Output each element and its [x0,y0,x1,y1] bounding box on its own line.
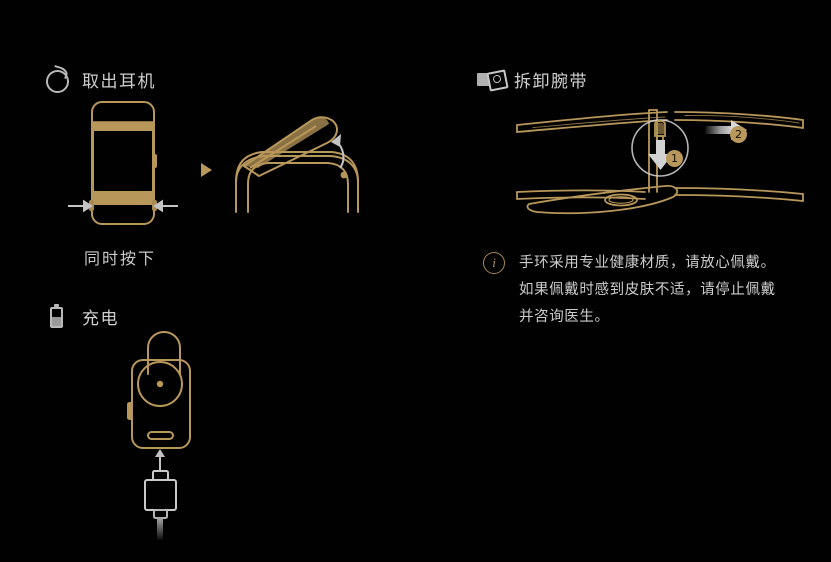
section-header-charging: 充电 [44,303,119,329]
info-icon: i [483,252,505,274]
triangle-right-icon [201,163,212,177]
diagram-band-front [60,96,240,236]
step-badge-2: 2 [730,126,747,143]
safety-note-line-1: 手环采用专业健康材质，请放心佩戴。 [519,255,776,271]
diagram-band-open [228,110,378,225]
safety-note-line-3: 并咨询医生。 [519,309,610,325]
section-title-remove-earphone: 取出耳机 [82,71,156,91]
diagram-charging [112,328,208,540]
step-badge-1: 1 [666,150,683,167]
safety-note-line-2: 如果佩戴时感到皮肤不适，请停止佩戴 [519,282,776,298]
section-title-remove-band: 拆卸腕带 [514,71,588,91]
band-module-icon [476,66,509,92]
safety-note-text: 手环采用专业健康材质，请放心佩戴。 如果佩戴时感到皮肤不适，请停止佩戴 并咨询医… [519,250,776,331]
earbud-icon [44,64,70,93]
section-header-remove-earphone: 取出耳机 [44,64,156,93]
battery-icon [44,303,70,329]
section-header-remove-band: 拆卸腕带 [476,66,588,92]
diagram-band-detach [515,100,805,225]
caption-press-simultaneously: 同时按下 [84,251,157,268]
safety-note: i 手环采用专业健康材质，请放心佩戴。 如果佩戴时感到皮肤不适，请停止佩戴 并咨… [483,250,813,331]
section-title-charging: 充电 [82,308,119,328]
